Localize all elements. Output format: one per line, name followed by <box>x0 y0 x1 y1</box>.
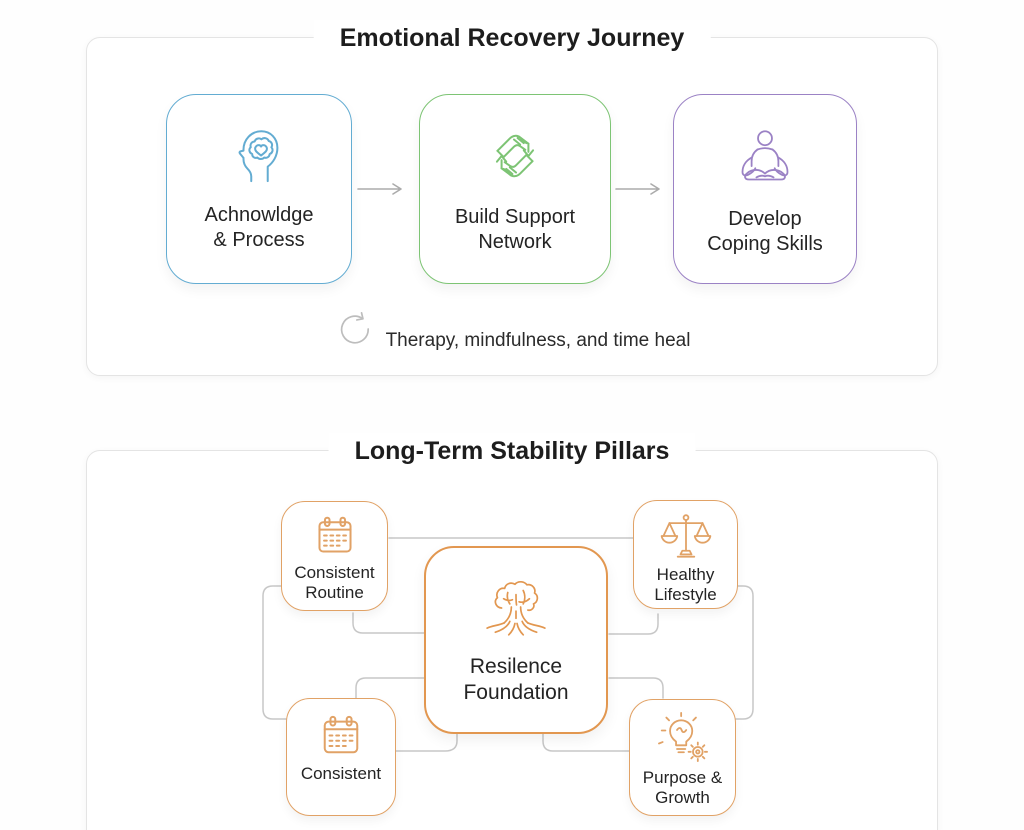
stability-title: Long-Term Stability Pillars <box>328 433 696 469</box>
cycle-arrow-icon <box>334 304 372 354</box>
calendar-icon <box>313 515 357 557</box>
hands-support-icon <box>482 123 548 189</box>
pillar-label: Consistent <box>300 764 382 783</box>
pillar-label: Consistent Routine <box>294 563 375 603</box>
calendar-icon <box>318 714 364 758</box>
pillar-purpose-growth: Purpose & Growth <box>629 699 736 816</box>
tree-roots-icon <box>483 574 549 642</box>
pillar-consistent: Consistent <box>286 698 396 816</box>
stability-pillars-card: Long-Term Stability Pillars <box>86 433 939 830</box>
step-acknowledge-process: Achnowldge & Process <box>166 94 352 284</box>
pillar-label: Healthy Lifestyle <box>654 565 717 605</box>
emotional-recovery-card: Emotional Recovery Journey Achnowldge & … <box>86 20 938 376</box>
center-resilience-foundation: Resilence Foundation <box>424 546 608 734</box>
caption-row: Therapy, mindfulness, and time heal <box>87 300 937 354</box>
pillar-consistent-routine: Consistent Routine <box>281 501 388 611</box>
step-label: Develop Coping Skills <box>707 208 823 255</box>
meditation-icon <box>735 123 795 191</box>
connector-lines <box>87 451 939 830</box>
scales-icon <box>659 513 713 559</box>
brain-heart-icon <box>228 123 290 187</box>
bulb-gear-icon <box>657 712 709 762</box>
step-label: Build Support Network <box>454 206 576 253</box>
center-label: Resilence Foundation <box>463 655 569 705</box>
pillar-healthy-lifestyle: Healthy Lifestyle <box>633 500 738 609</box>
pillar-label: Purpose & Growth <box>642 768 723 808</box>
recovery-title: Emotional Recovery Journey <box>313 20 711 56</box>
right-arrow-icon <box>357 182 405 196</box>
step-develop-coping-skills: Develop Coping Skills <box>673 94 857 284</box>
right-arrow-icon <box>615 182 663 196</box>
step-label: Achnowldge & Process <box>204 204 314 251</box>
step-build-support-network: Build Support Network <box>419 94 611 284</box>
caption-text: Therapy, mindfulness, and time heal <box>385 330 691 352</box>
